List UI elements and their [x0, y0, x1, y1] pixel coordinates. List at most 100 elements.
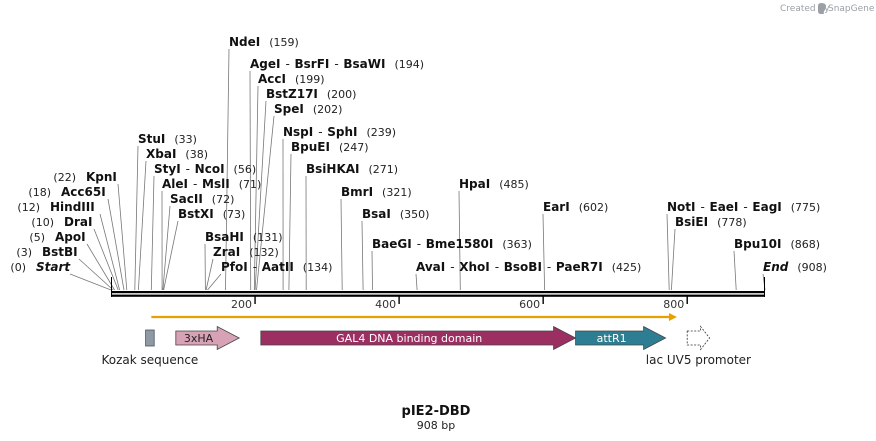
sequence-backbone	[111, 277, 765, 297]
feature[interactable]: lac UV5 promoter	[646, 325, 751, 368]
feature-shape	[260, 325, 577, 351]
site-position: (200)	[327, 88, 357, 101]
site-label[interactable]: BstZ17I (200)	[266, 87, 356, 101]
site-label[interactable]: NotI-EaeI-EagI(775)	[667, 200, 820, 214]
site-leader	[371, 250, 373, 291]
enzyme-name: XbaI	[146, 147, 176, 161]
site-label[interactable]: StuI (33)	[138, 132, 197, 146]
enzyme-name: AvaI	[416, 260, 445, 274]
isoschizomer-separator: -	[701, 200, 705, 214]
site-position: (199)	[295, 73, 325, 86]
isoschizomer-separator: -	[334, 57, 338, 71]
enzyme-name: PaeR7I	[556, 260, 603, 274]
site-label[interactable]: BstXI(73)	[178, 207, 245, 221]
isoschizomer-separator: -	[285, 57, 289, 71]
site-position: (194)	[394, 58, 424, 71]
site-label[interactable]: BsiEI(778)	[675, 215, 747, 229]
site-label[interactable]: BaeGI-Bme1580I(363)	[372, 237, 532, 251]
isoschizomer-separator: -	[417, 237, 421, 251]
enzyme-name: BstZ17I	[266, 87, 318, 101]
enzyme-name: DraI	[64, 215, 92, 229]
site-position: (33)	[174, 133, 197, 146]
site-position: (239)	[367, 126, 397, 139]
enzyme-name: BstBI	[42, 245, 78, 259]
site-label[interactable]: SacII(72)	[170, 192, 234, 206]
feature-shape	[145, 329, 155, 347]
site-leader	[69, 273, 112, 291]
site-label[interactable]: BmrI(321)	[341, 185, 412, 199]
enzyme-name: KpnI	[86, 170, 117, 184]
enzyme-name: StyI	[154, 162, 181, 176]
feature-shape	[175, 325, 241, 351]
site-position: (908)	[797, 261, 827, 274]
site-position: (73)	[223, 208, 246, 221]
enzyme-name: SpeI	[274, 102, 304, 116]
site-label[interactable]: (5)ApoI	[29, 230, 85, 244]
feature[interactable]: Kozak sequence	[101, 329, 198, 367]
site-leader	[361, 220, 364, 291]
site-position: (247)	[339, 141, 369, 154]
site-leader	[117, 183, 128, 291]
site-label[interactable]: (10)DraI	[31, 215, 92, 229]
site-label[interactable]: BsaI(350)	[362, 207, 429, 221]
site-label[interactable]: BpuEI (247)	[291, 140, 369, 154]
isoschizomer-separator: -	[743, 200, 747, 214]
enzyme-name: ZraI	[213, 245, 240, 259]
site-label[interactable]: XbaI (38)	[146, 147, 208, 161]
isoschizomer-separator: -	[495, 260, 499, 274]
feature[interactable]: 3xHA	[175, 325, 241, 351]
site-label[interactable]: (22)KpnI	[53, 170, 117, 184]
snapgene-logo-icon	[818, 3, 826, 14]
site-label[interactable]: AvaI-XhoI-BsoBI-PaeR7I(425)	[416, 260, 641, 274]
enzyme-name: NspI	[283, 125, 313, 139]
site-label[interactable]: BsiHKAI(271)	[306, 162, 398, 176]
enzyme-name: NdeI	[229, 35, 260, 49]
enzyme-name: End	[763, 260, 789, 274]
site-label[interactable]: NspI-SphI(239)	[283, 125, 396, 139]
feature[interactable]: GAL4 DNA binding domain	[260, 325, 577, 351]
site-label[interactable]: EarI(602)	[543, 200, 608, 214]
feature[interactable]: attR1	[575, 325, 667, 351]
site-label[interactable]: BsaHI(131)	[205, 230, 283, 244]
isoschizomer-separator: -	[193, 177, 197, 191]
site-position: (72)	[212, 193, 235, 206]
site-leader	[99, 213, 120, 291]
credit-prefix: Created by	[780, 4, 830, 14]
site-label[interactable]: NdeI(159)	[229, 35, 299, 49]
site-leader	[134, 145, 139, 291]
feature-label: GAL4 DNA binding domain	[336, 332, 482, 345]
site-position: (425)	[612, 261, 642, 274]
site-position: (38)	[185, 148, 208, 161]
site-leader	[205, 258, 214, 291]
site-leader	[249, 70, 252, 291]
site-label[interactable]: Bpu10I(868)	[734, 237, 820, 251]
enzyme-name: NcoI	[195, 162, 225, 176]
enzyme-name: BsaWI	[343, 57, 385, 71]
enzyme-name: BsaI	[362, 207, 391, 221]
site-position: (321)	[382, 186, 412, 199]
enzyme-name: HindIII	[50, 200, 95, 214]
site-position: (132)	[249, 246, 279, 259]
site-leader	[107, 198, 125, 291]
site-label[interactable]: (12) HindIII	[17, 200, 94, 214]
site-position: (485)	[499, 178, 529, 191]
site-position: (12)	[17, 201, 40, 214]
site-label[interactable]: ZraI (132)	[213, 245, 279, 259]
site-leader	[256, 115, 275, 291]
site-label[interactable]: PfoI-AatII(134)	[221, 260, 332, 274]
site-label[interactable]: (0)Start	[10, 260, 71, 274]
site-label[interactable]: AccI(199)	[258, 72, 325, 86]
enzyme-name: Bme1580I	[426, 237, 494, 251]
site-label[interactable]: (18)Acc65I	[28, 185, 105, 199]
site-leader	[671, 228, 676, 291]
site-label[interactable]: (3)BstBI	[16, 245, 77, 259]
site-label[interactable]: HpaI(485)	[459, 177, 529, 191]
site-label[interactable]: SpeI(202)	[274, 102, 342, 116]
site-label[interactable]: AgeI-BsrFI-BsaWI(194)	[250, 57, 424, 71]
enzyme-name: BpuEI	[291, 140, 330, 154]
site-label[interactable]: End (908)	[763, 260, 827, 274]
enzyme-name: StuI	[138, 132, 165, 146]
site-label[interactable]: AleI-MslI(71)	[162, 177, 261, 191]
site-label[interactable]: StyI-NcoI(56)	[154, 162, 256, 176]
